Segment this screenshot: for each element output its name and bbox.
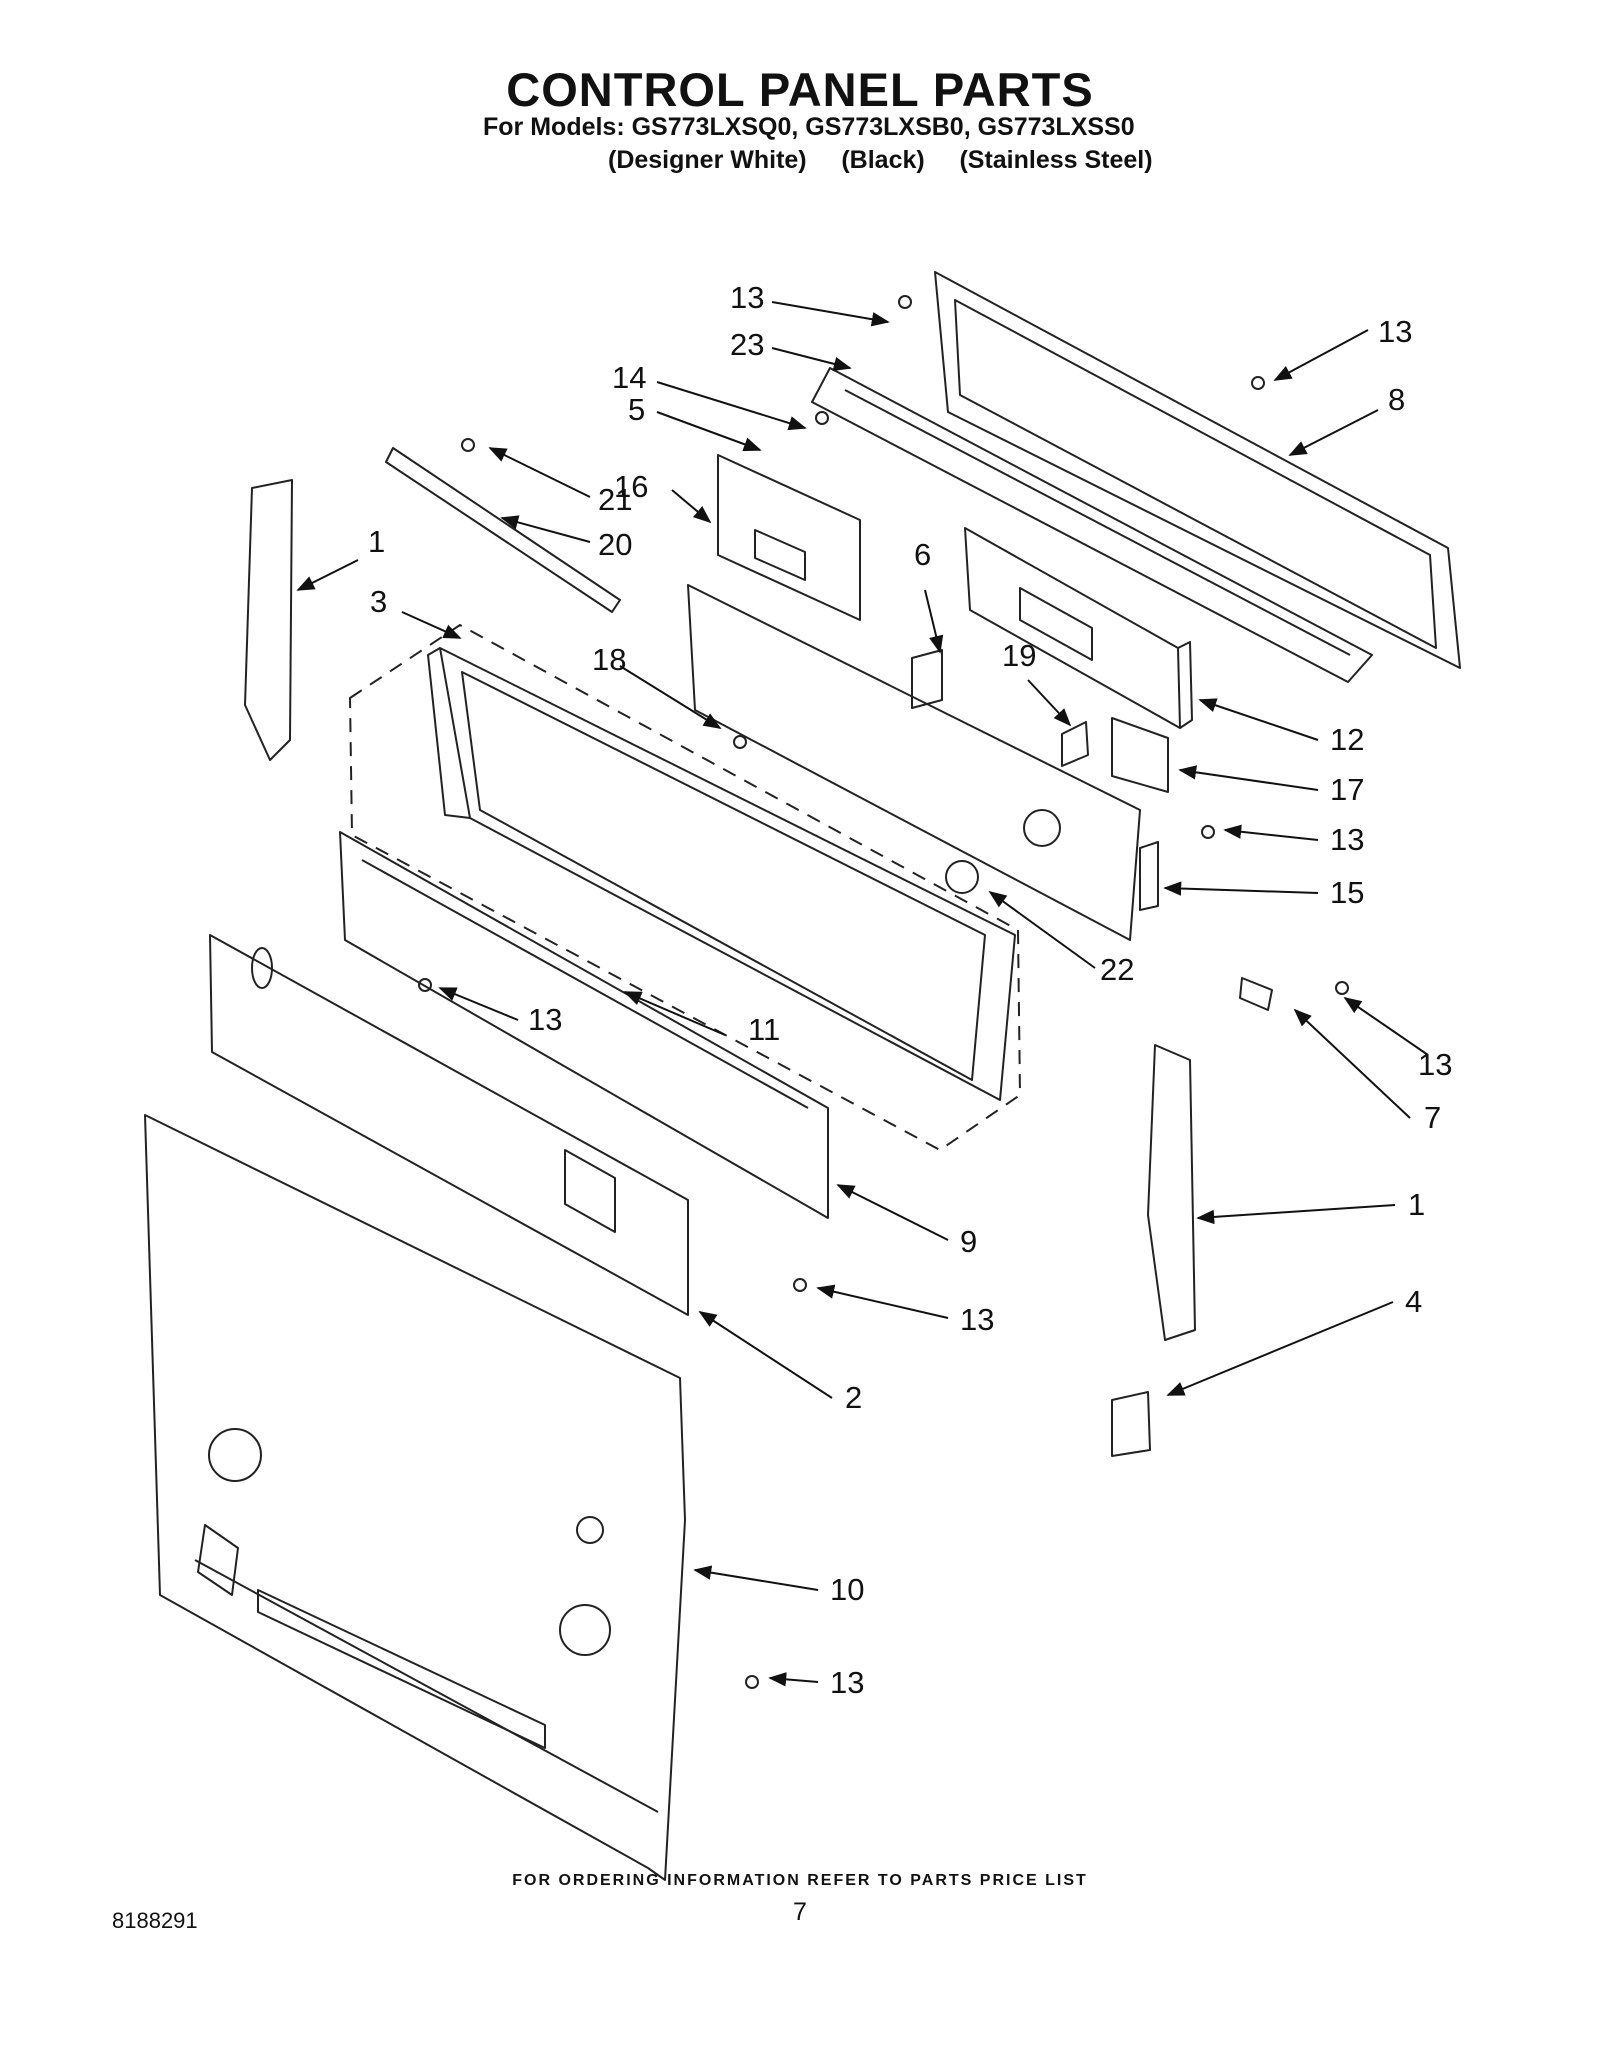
- callout-19: 19: [1002, 638, 1036, 673]
- callout-2: 2: [845, 1380, 862, 1415]
- page-number: 7: [793, 1898, 807, 1926]
- callout-4: 4: [1405, 1284, 1422, 1319]
- callout-14: 14: [612, 360, 646, 395]
- knob: [945, 809, 1061, 894]
- callout-18: 18: [592, 642, 626, 677]
- callout-13: 13: [528, 1002, 562, 1037]
- callout-3: 3: [370, 584, 387, 619]
- callout-12: 12: [1330, 722, 1364, 757]
- side-panel-right: [1147, 1044, 1196, 1341]
- callout-20: 20: [598, 527, 632, 562]
- panel-support-channel: [339, 831, 829, 1219]
- callout-8: 8: [1388, 382, 1405, 417]
- page-title: CONTROL PANEL PARTS: [506, 63, 1094, 116]
- overlay-panel: [687, 584, 1141, 941]
- model-variants: (Designer White) (Black) (Stainless Stee…: [608, 146, 1153, 174]
- callout-6: 6: [914, 537, 931, 572]
- control-board-housing: [811, 367, 1373, 683]
- model-list: For Models: GS773LXSQ0, GS773LXSB0, GS77…: [483, 113, 1135, 141]
- callout-17: 17: [1330, 772, 1364, 807]
- control-panel-frame: [427, 647, 1016, 1101]
- callout-13: 13: [830, 1665, 864, 1700]
- callout-13: 13: [960, 1302, 994, 1337]
- leader-lines: [296, 301, 1429, 1687]
- callout-21: 21: [598, 482, 632, 517]
- callout-22: 22: [1100, 952, 1134, 987]
- insulation-panel: [209, 934, 689, 1316]
- callout-9: 9: [960, 1224, 977, 1259]
- electronic-control-board: [964, 527, 1193, 729]
- callout-13: 13: [1378, 314, 1412, 349]
- callout-1: 1: [368, 524, 385, 559]
- callout-13: 13: [730, 280, 764, 315]
- document-number: 8188291: [112, 1908, 198, 1933]
- callout-13: 13: [1330, 822, 1364, 857]
- callout-5: 5: [628, 392, 645, 427]
- callout-11: 11: [748, 1012, 780, 1047]
- small-parts: [385, 447, 1273, 1457]
- callout-13: 13: [1418, 1047, 1452, 1082]
- callout-16: 16: [614, 469, 648, 504]
- mounting-bracket: [717, 454, 861, 621]
- callout-23: 23: [730, 327, 764, 362]
- ordering-note: FOR ORDERING INFORMATION REFER TO PARTS …: [512, 1872, 1088, 1889]
- screws: [418, 295, 1349, 1689]
- callout-10: 10: [830, 1572, 864, 1607]
- callout-7: 7: [1424, 1100, 1441, 1135]
- rear-trim-bracket: [934, 271, 1461, 669]
- rear-panel: [144, 1114, 686, 1881]
- callout-1: 1: [1408, 1187, 1425, 1222]
- callout-15: 15: [1330, 875, 1364, 910]
- side-panel-left: [244, 479, 293, 761]
